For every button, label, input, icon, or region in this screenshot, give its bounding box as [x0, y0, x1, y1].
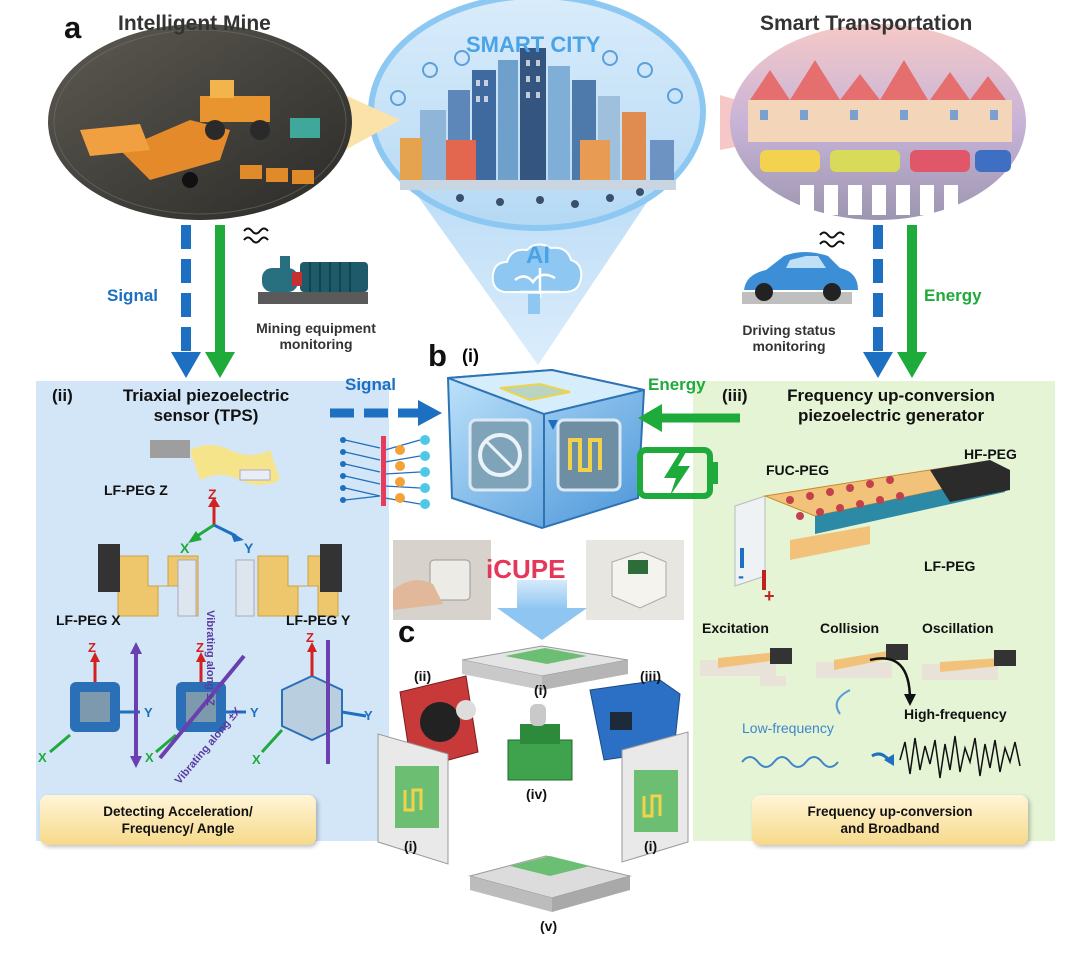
fucpeg-label: FUC-PEG: [766, 462, 829, 478]
vib-x-label-box: Vibrating along ±X: [160, 705, 244, 786]
lfpeg-z-illustration: [150, 440, 280, 485]
cube3-axis-x: X: [252, 752, 261, 767]
panel-label-c: c: [398, 614, 416, 649]
battery-charging-icon: [637, 447, 718, 499]
fucpeg-panel-background: [693, 381, 1055, 841]
intelligent-mine-title: Intelligent Mine: [118, 12, 271, 35]
lfpeg-y-illustration: [235, 544, 342, 617]
signal-label-left: Signal: [107, 286, 159, 305]
tps-number: (ii): [52, 386, 73, 405]
fucpeg-title: Frequency up-conversion piezoelectric ge…: [766, 386, 1016, 426]
cube1-axis-z: Z: [88, 640, 96, 655]
intelligent-mine-illustration: [48, 24, 400, 220]
collision-illustration: [816, 644, 916, 715]
exploded-left-i: (i): [404, 838, 418, 854]
oscillation-label: Oscillation: [922, 620, 994, 636]
signal-to-cube-arrow: [330, 400, 442, 426]
exploded-cube-illustration: [377, 645, 689, 912]
mining-monitoring-label: Mining equipment monitoring: [236, 320, 396, 352]
cube-label-i: (i): [462, 346, 479, 366]
cube3-axis-y: Y: [364, 708, 373, 723]
mining-monitoring-line1: Mining equipment: [256, 320, 376, 336]
tps-summary-line2: Frequency/ Angle: [121, 821, 235, 836]
tps-title-line2: sensor (TPS): [153, 406, 259, 425]
cube2-axis-y: Y: [250, 705, 259, 720]
cube3-axis-z: Z: [306, 630, 314, 645]
tps-title: Triaxial piezoelectric sensor (TPS): [96, 386, 316, 426]
energy-label-center: Energy: [648, 375, 706, 394]
fucpeg-device-illustration: [734, 460, 1010, 590]
cube2-axis-z: Z: [196, 640, 204, 655]
axis-y-label: Y: [244, 540, 254, 556]
driving-monitoring-label: Driving status monitoring: [724, 322, 854, 354]
excitation-label: Excitation: [702, 620, 769, 636]
vibration-icon: [243, 227, 845, 248]
smart-city-illustration: [368, 0, 706, 365]
fucpeg-summary-line2: and Broadband: [840, 821, 940, 836]
tps-title-line1: Triaxial piezoelectric: [122, 386, 290, 405]
hand-photo: [393, 540, 491, 620]
fucpeg-title-line1: Frequency up-conversion: [787, 386, 995, 405]
waveforms-illustration: [741, 735, 1021, 779]
high-frequency-label: High-frequency: [904, 706, 1007, 722]
driving-monitoring-line1: Driving status: [742, 322, 836, 338]
car-illustration: [742, 252, 858, 304]
device-photo: [586, 540, 684, 620]
vibration-cubes-illustration: [49, 640, 367, 768]
minus-terminal: -: [738, 566, 744, 586]
ai-brain-icon: [491, 243, 583, 314]
smart-transportation-illustration: [720, 24, 1026, 220]
transport-energy-arrow: [897, 225, 927, 378]
smart-city-title: SMART CITY: [466, 32, 601, 57]
lfpeg-x-illustration: [98, 544, 199, 617]
plus-terminal: +: [764, 586, 775, 606]
ai-label: AI: [526, 242, 550, 269]
exploded-bottom-v: (v): [540, 918, 558, 934]
lfpeg-x-label: LF-PEG X: [56, 612, 121, 628]
collision-label: Collision: [820, 620, 880, 636]
cube2-axis-x: X: [145, 750, 154, 765]
mine-energy-arrow: [205, 225, 235, 378]
exploded-left-ii: (ii): [414, 668, 432, 684]
cube1-axis-x: X: [38, 750, 47, 765]
exploded-top-i: (i): [534, 682, 548, 698]
energy-label-right: Energy: [924, 286, 982, 305]
fucpeg-title-line2: piezoelectric generator: [797, 406, 985, 425]
low-frequency-label: Low-frequency: [742, 720, 834, 736]
exploded-right-i: (i): [644, 838, 658, 854]
driving-monitoring-line2: monitoring: [752, 338, 826, 354]
signal-label-center: Signal: [345, 375, 397, 394]
exploded-center-iv: (iv): [526, 786, 547, 802]
fucpeg-summary-line1: Frequency up-conversion: [807, 804, 973, 819]
axis-x-label: X: [180, 540, 190, 556]
mine-signal-arrow: [171, 225, 201, 378]
cube1-axis-y: Y: [144, 705, 153, 720]
smart-transportation-title: Smart Transportation: [760, 12, 973, 35]
icupe-label: iCUPE: [486, 554, 566, 584]
axis-z-label: Z: [208, 486, 217, 502]
fucpeg-number: (iii): [722, 386, 748, 405]
oscillation-illustration: [922, 650, 1016, 680]
lfpeg-y-label: LF-PEG Y: [286, 612, 351, 628]
neural-network-icon: [340, 435, 430, 509]
hfpeg-label: HF-PEG: [964, 446, 1017, 462]
tps-summary-pill: Detecting Acceleration/ Frequency/ Angle: [40, 795, 316, 845]
excitation-illustration: [700, 648, 792, 686]
exploded-right-iii: (iii): [640, 668, 661, 684]
tps-summary-line1: Detecting Acceleration/: [103, 804, 253, 819]
lfpeg-z-label: LF-PEG Z: [104, 482, 168, 498]
panel-label-b: b: [428, 338, 447, 373]
tps-axes-icon: [188, 497, 244, 543]
panel-label-a: a: [64, 10, 82, 45]
energy-to-cube-arrow: [638, 404, 740, 432]
transport-signal-arrow: [863, 225, 893, 378]
icupe-cube-illustration: [446, 368, 646, 530]
exploded-view-arrow: [497, 580, 587, 640]
lfpeg-label: LF-PEG: [924, 558, 976, 574]
fucpeg-summary-pill: Frequency up-conversion and Broadband: [752, 795, 1028, 845]
mining-pump-illustration: [258, 256, 368, 304]
vib-z-label: Vibrating along ±Z: [203, 610, 216, 706]
mining-monitoring-line2: monitoring: [279, 336, 353, 352]
